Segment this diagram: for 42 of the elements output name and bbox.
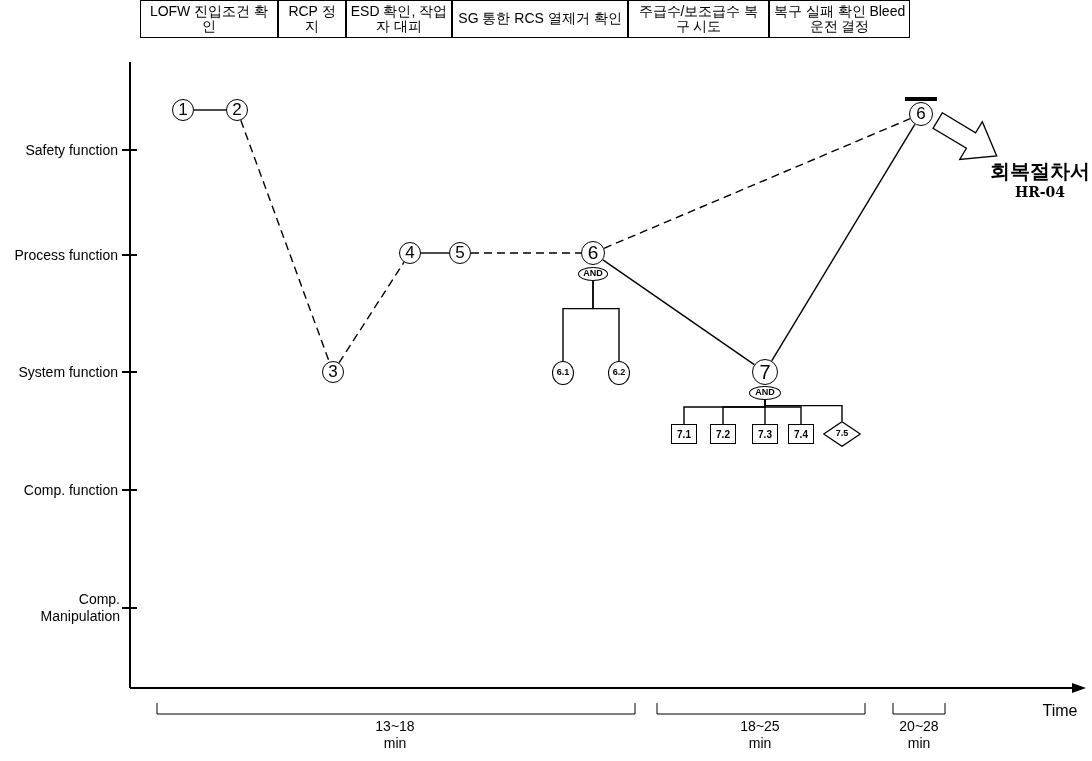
connector-line: [338, 261, 405, 364]
step-circle: 3: [322, 361, 344, 383]
axis-label: Comp. Manipulation: [39, 591, 120, 625]
step-diamond: 7.5: [823, 421, 861, 447]
phase-header-cell: LOFW 진입조건 확인: [140, 0, 278, 38]
step-circle: 6: [581, 241, 605, 265]
step-circle: 6.1: [552, 361, 574, 385]
phase-header-cell: ESD 확인, 작업자 대피: [346, 0, 452, 38]
step-box: 7.3: [752, 424, 778, 444]
axis-label: Process function: [13, 246, 118, 264]
step-circle: 1: [172, 99, 194, 121]
phase-header-cell: 주급수/보조급수 복구 시도: [628, 0, 769, 38]
step-circle: 6.2: [608, 361, 630, 385]
step-circle: 2: [226, 99, 248, 121]
connector-line: [470, 252, 582, 254]
step-circle: 5: [449, 242, 471, 264]
connector-line: [602, 259, 755, 366]
step-circle: 7: [752, 359, 778, 385]
connector-line: [771, 123, 916, 362]
phase-header-cell: RCP 정지: [278, 0, 346, 38]
connector-line: [603, 118, 911, 249]
step-box: 7.2: [710, 424, 736, 444]
duration-label: 20~28 min: [898, 718, 940, 752]
duration-label: 18~25 min: [739, 718, 781, 752]
step-circle: 4: [399, 242, 421, 264]
duration-label: 13~18 min: [374, 718, 416, 752]
connector-line: [193, 109, 227, 111]
and-gate-oval: AND: [578, 267, 608, 281]
block-arrow: [932, 111, 998, 161]
step-box: 7.1: [671, 424, 697, 444]
connector-line: [240, 119, 330, 363]
axis-label: Safety function: [24, 141, 118, 159]
axis-label: Comp. function: [22, 481, 118, 499]
and-gate-oval: AND: [749, 386, 781, 400]
phase-header-cell: 복구 실패 확인 Bleed 운전 결정: [769, 0, 910, 38]
axis-title: Time: [1041, 700, 1079, 720]
phase-header-cell: SG 통한 RCS 열제거 확인: [452, 0, 628, 38]
connector-line: [420, 252, 450, 254]
axis-label: System function: [17, 363, 118, 381]
step-box: 7.4: [788, 424, 814, 444]
procedure-label: 회복절차서 HR-04: [985, 156, 1092, 204]
connector-line: [592, 280, 620, 362]
